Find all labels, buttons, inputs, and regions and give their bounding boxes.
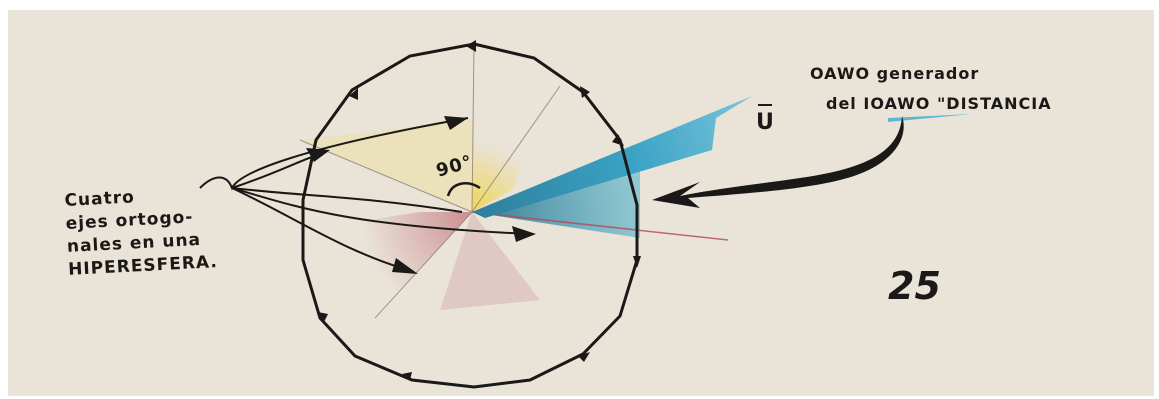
vector-label: U [756, 110, 775, 135]
vector-bar-mark [758, 104, 772, 106]
right-caption-line-1: OAWO generador [810, 64, 979, 83]
right-caption-line-2: del IOAWO "DISTANCIA [826, 94, 1052, 113]
left-caption: Cuatro ejes ortogo- nales en una HIPERES… [64, 182, 218, 282]
page-number: 25 [888, 264, 941, 308]
vector-u-tail [888, 114, 972, 122]
